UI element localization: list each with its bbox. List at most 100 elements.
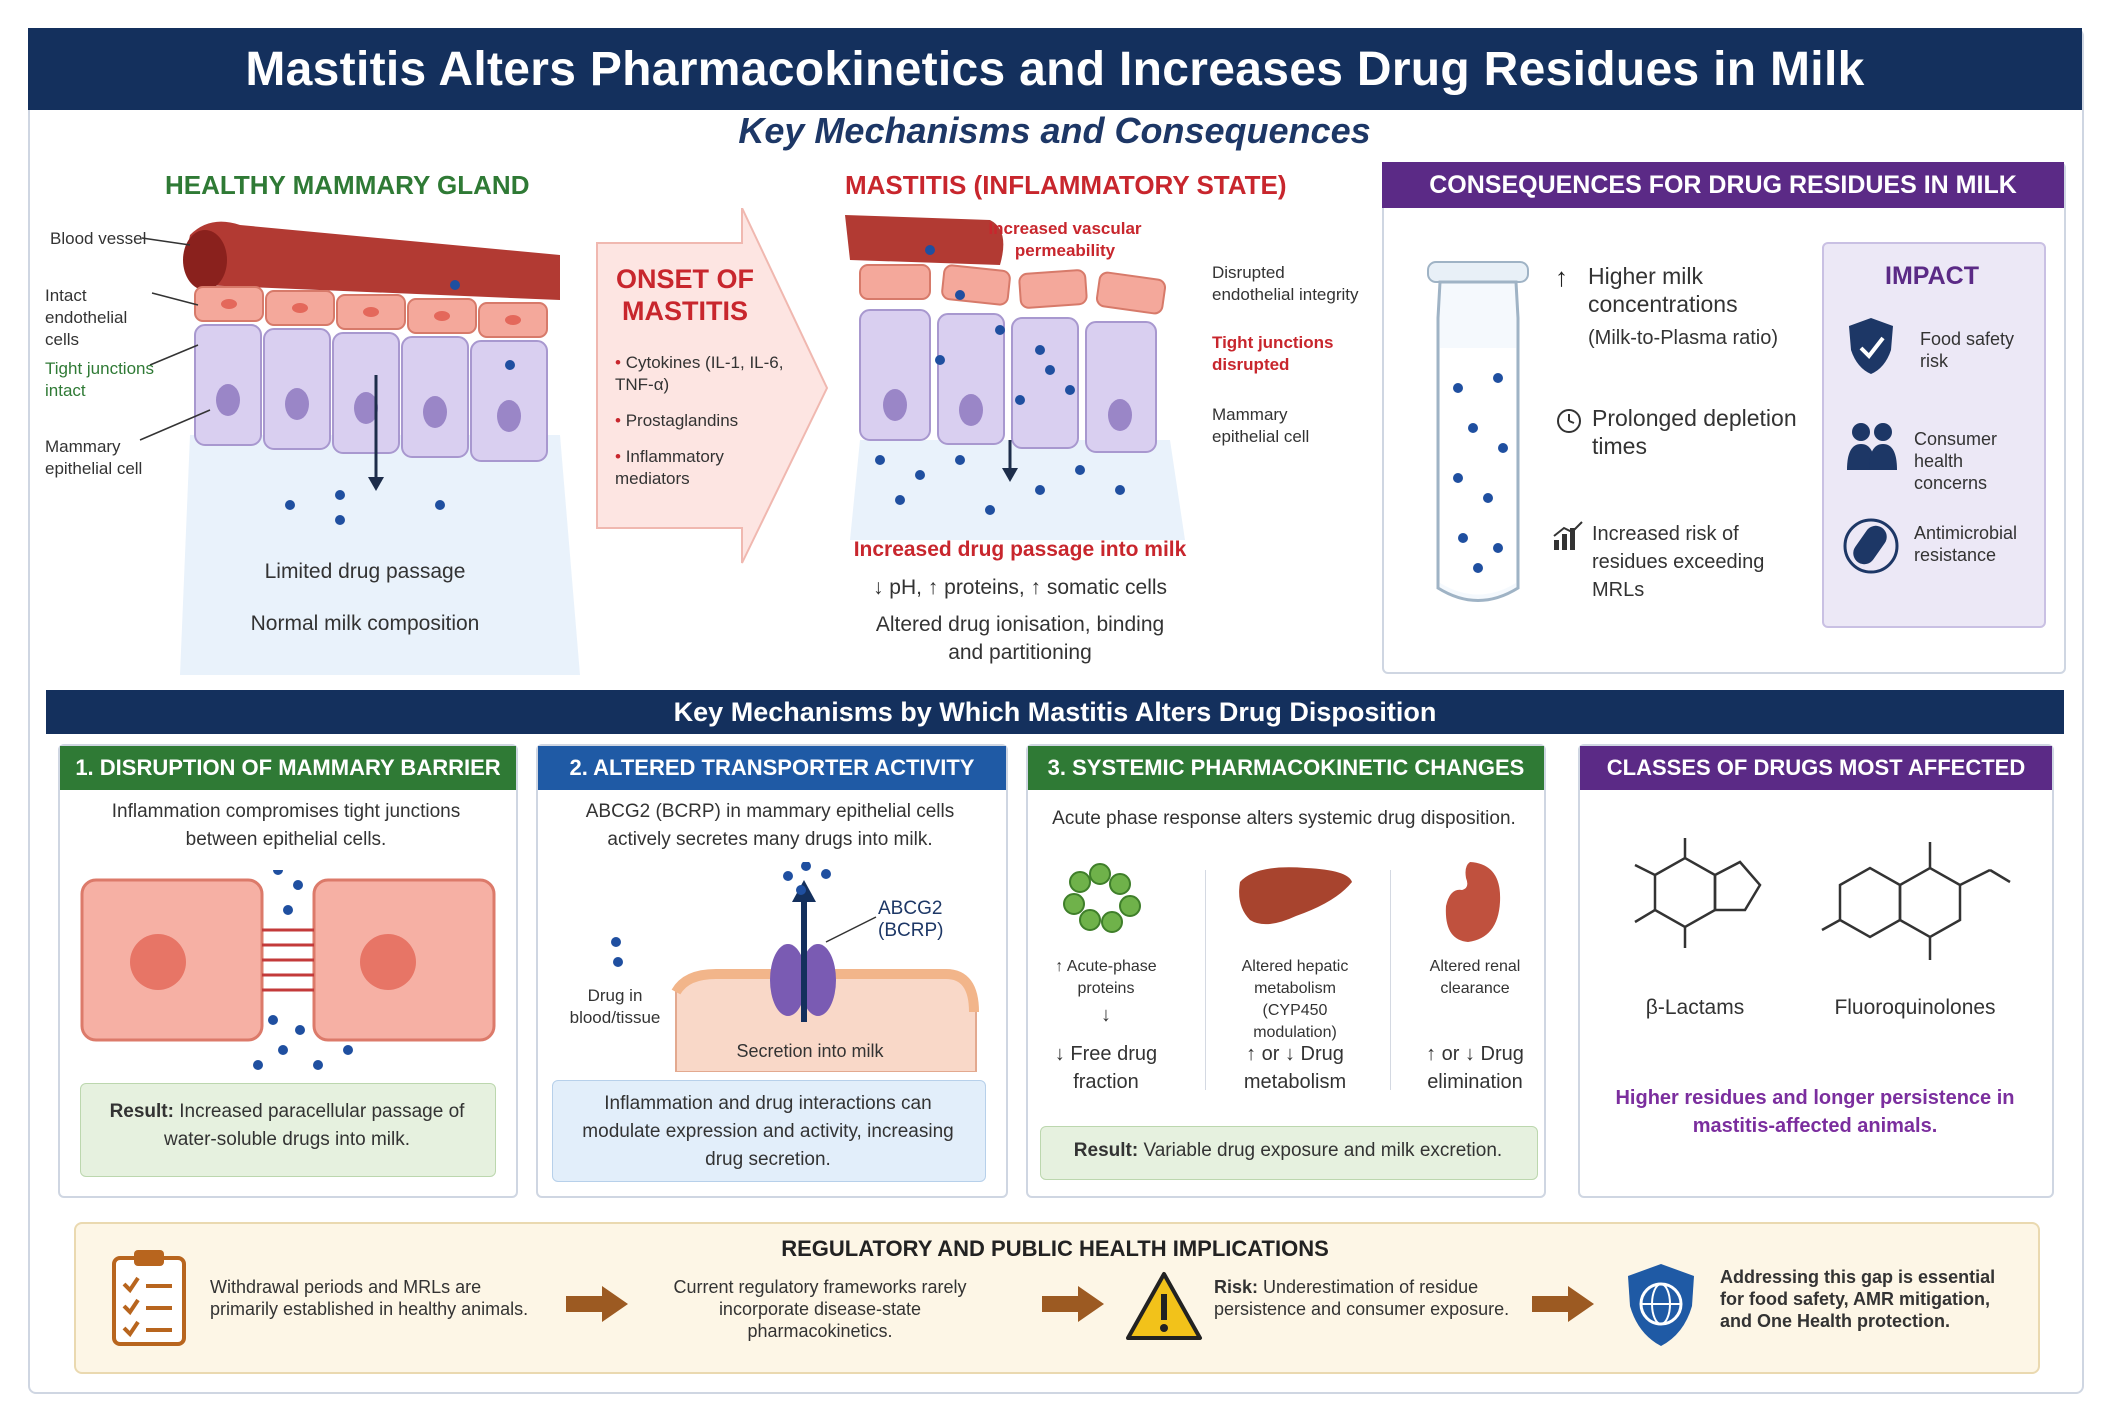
mastitis-caption-red: Increased drug passage into milk xyxy=(853,538,1187,561)
mech3-col1-effect: ↓ Free drug fraction xyxy=(1054,1043,1158,1093)
onset-item: • Inflammatory mediators xyxy=(615,447,724,488)
mechanism-3-panel: 3. SYSTEMIC PHARMACOKINETIC CHANGES xyxy=(1026,744,1546,1198)
blood-vessel-icon xyxy=(186,221,560,300)
result-text: Increased paracellular passage of water-… xyxy=(163,1101,465,1150)
label-vascular-permeability: Increased vascular permeability xyxy=(988,219,1142,260)
healthy-caption-2: Normal milk composition xyxy=(250,612,480,635)
drug-classes-note: Higher residues and longer persistence i… xyxy=(1615,1087,2015,1137)
label-mastitis-epithelial: Mammary epithelial cell xyxy=(1212,405,1310,446)
transporter-label: ABCG2 (BCRP) xyxy=(878,898,944,941)
label-tight-junctions-disrupted: Tight junctions disrupted xyxy=(1212,333,1334,374)
impact-1: Food safety risk xyxy=(1920,329,2015,371)
mech3-col2-effect: ↑ or ↓ Drug metabolism xyxy=(1243,1043,1347,1093)
mastitis-gland-illustration xyxy=(845,215,1185,540)
tight-junction-illustration xyxy=(80,870,496,1070)
drug-class-2: Fluoroquinolones xyxy=(1834,996,1996,1019)
beta-lactam-structure-icon xyxy=(1634,838,1762,948)
mechanism-1-result xyxy=(80,1083,496,1177)
transporter-illustration xyxy=(611,862,979,1072)
fluoroquinolone-structure-icon xyxy=(1821,842,2011,960)
onset-item: • Prostaglandins xyxy=(615,411,739,430)
mastitis-caption-2: ↓ pH, ↑ proteins, ↑ somatic cells xyxy=(872,576,1168,599)
healthy-gland-illustration xyxy=(139,221,580,675)
clipboard-icon xyxy=(112,1250,186,1346)
arrow-right-icon xyxy=(566,1286,628,1322)
mechanism-1-title: 1. DISRUPTION OF MAMMARY BARRIER xyxy=(60,746,516,790)
kidney-icon xyxy=(1445,862,1501,942)
milk-bottle-icon xyxy=(1427,261,1529,602)
impact-title: IMPACT xyxy=(1885,262,1979,290)
mechanism-2-title: 2. ALTERED TRANSPORTER ACTIVITY xyxy=(538,746,1006,790)
label-blood-vessel: Blood vessel xyxy=(50,229,147,248)
shield-icon xyxy=(1849,318,1893,374)
result-label: Result: xyxy=(1073,1140,1139,1161)
main-title: Mastitis Alters Pharmacokinetics and Inc… xyxy=(28,28,2082,110)
regulatory-title: REGULATORY AND PUBLIC HEALTH IMPLICATION… xyxy=(781,1236,1329,1261)
mech3-col3-effect: ↑ or ↓ Drug elimination xyxy=(1426,1043,1524,1093)
onset-item-text: Prostaglandins xyxy=(625,411,739,430)
capsule-icon xyxy=(1843,518,1899,574)
divider xyxy=(1390,870,1391,1090)
consequence-3: Increased risk of residues exceeding MRL… xyxy=(1592,523,1765,601)
regulatory-item-2: Current regulatory frameworks rarely inc… xyxy=(673,1277,967,1341)
clock-icon xyxy=(1557,409,1581,433)
mechanism-3-text: Acute phase response alters systemic dru… xyxy=(1052,808,1516,829)
up-arrow-icon: ↑ xyxy=(1555,262,1568,292)
drug-class-1: β-Lactams xyxy=(1645,996,1745,1019)
onset-item-text: Inflammatory mediators xyxy=(615,447,724,488)
subtitle: Key Mechanisms and Consequences xyxy=(738,110,1371,151)
divider xyxy=(1205,870,1206,1090)
impact-2: Consumer health concerns xyxy=(1914,429,1998,493)
regulatory-item-1: Withdrawal periods and MRLs are primaril… xyxy=(210,1277,529,1319)
consequence-1-sub: (Milk-to-Plasma ratio) xyxy=(1588,327,1779,349)
mechanism-1-result-text: Result: Increased paracellular passage o… xyxy=(92,1098,482,1154)
mechanism-2-note xyxy=(552,1080,986,1182)
onset-item: • Cytokines (IL-1, IL-6, TNF-α) xyxy=(615,353,784,394)
onset-list: • Cytokines (IL-1, IL-6, TNF-α) • Prosta… xyxy=(615,352,785,490)
healthy-heading: HEALTHY MAMMARY GLAND xyxy=(165,170,530,200)
chart-up-icon xyxy=(1553,521,1583,550)
mech3-col1-label: ↑ Acute-phase proteins xyxy=(1055,958,1157,997)
mastitis-heading: MASTITIS (INFLAMMATORY STATE) xyxy=(845,170,1287,200)
consequence-2: Prolonged depletion times xyxy=(1592,405,1797,459)
risk-label: Risk: xyxy=(1214,1277,1259,1297)
onset-item-text: Cytokines (IL-1, IL-6, TNF-α) xyxy=(615,353,784,394)
protein-molecule-icon xyxy=(1063,863,1141,933)
warning-icon xyxy=(1126,1272,1202,1340)
healthy-caption-1: Limited drug passage xyxy=(264,560,466,583)
consequence-1: Higher milk concentrations xyxy=(1588,263,1738,317)
mechanism-3-result-text: Result: Variable drug exposure and milk … xyxy=(1040,1137,1536,1165)
arrow-right-icon xyxy=(1532,1286,1594,1322)
arrow-right-icon xyxy=(1042,1286,1104,1322)
onset-title: ONSET OF MASTITIS xyxy=(615,264,754,326)
mechanism-3-result xyxy=(1040,1126,1538,1180)
regulatory-item-4: Addressing this gap is essential for foo… xyxy=(1720,1267,1996,1331)
secretion-label: Secretion into milk xyxy=(736,1041,884,1061)
drug-blood-label: Drug in blood/tissue xyxy=(569,986,661,1027)
drug-classes-panel: CLASSES OF DRUGS MOST AFFECTED xyxy=(1578,744,2054,1198)
mechanism-3-title: 3. SYSTEMIC PHARMACOKINETIC CHANGES xyxy=(1028,746,1544,790)
mechanisms-band: Key Mechanisms by Which Mastitis Alters … xyxy=(46,690,2064,734)
label-epithelial-cell: Mammary epithelial cell xyxy=(45,437,143,478)
mech3-col3-label: Altered renal clearance xyxy=(1429,958,1521,997)
consequences-heading: CONSEQUENCES FOR DRUG RESIDUES IN MILK xyxy=(1382,162,2064,208)
globe-shield-icon xyxy=(1628,1264,1694,1346)
result-text: Variable drug exposure and milk excretio… xyxy=(1143,1140,1503,1161)
mechanism-1-text: Inflammation compromises tight junctions… xyxy=(111,801,461,850)
risk-text: Underestimation of residue persistence a… xyxy=(1214,1277,1510,1319)
liver-icon xyxy=(1239,867,1352,925)
regulatory-item-3: Risk: Underestimation of residue persist… xyxy=(1214,1276,1534,1320)
mech3-col2-label: Altered hepatic metabolism (CYP450 modul… xyxy=(1241,958,1349,1041)
result-label: Result: xyxy=(109,1101,174,1122)
mechanism-2-note-text: Inflammation and drug interactions can m… xyxy=(582,1093,954,1170)
impact-3: Antimicrobial resistance xyxy=(1914,523,2018,565)
mechanism-2-text: ABCG2 (BCRP) in mammary epithelial cells… xyxy=(585,801,955,850)
label-tight-junctions: Tight junctions intact xyxy=(45,359,154,400)
people-icon xyxy=(1847,423,1897,470)
mech3-col1-arrow: ↓ xyxy=(1101,1004,1111,1026)
mastitis-caption-3: Altered drug ionisation, binding and par… xyxy=(875,613,1165,664)
label-endothelial: Intact endothelial cells xyxy=(45,286,128,349)
label-disrupted-endothelial: Disrupted endothelial integrity xyxy=(1212,263,1359,304)
drug-classes-title: CLASSES OF DRUGS MOST AFFECTED xyxy=(1580,746,2052,790)
